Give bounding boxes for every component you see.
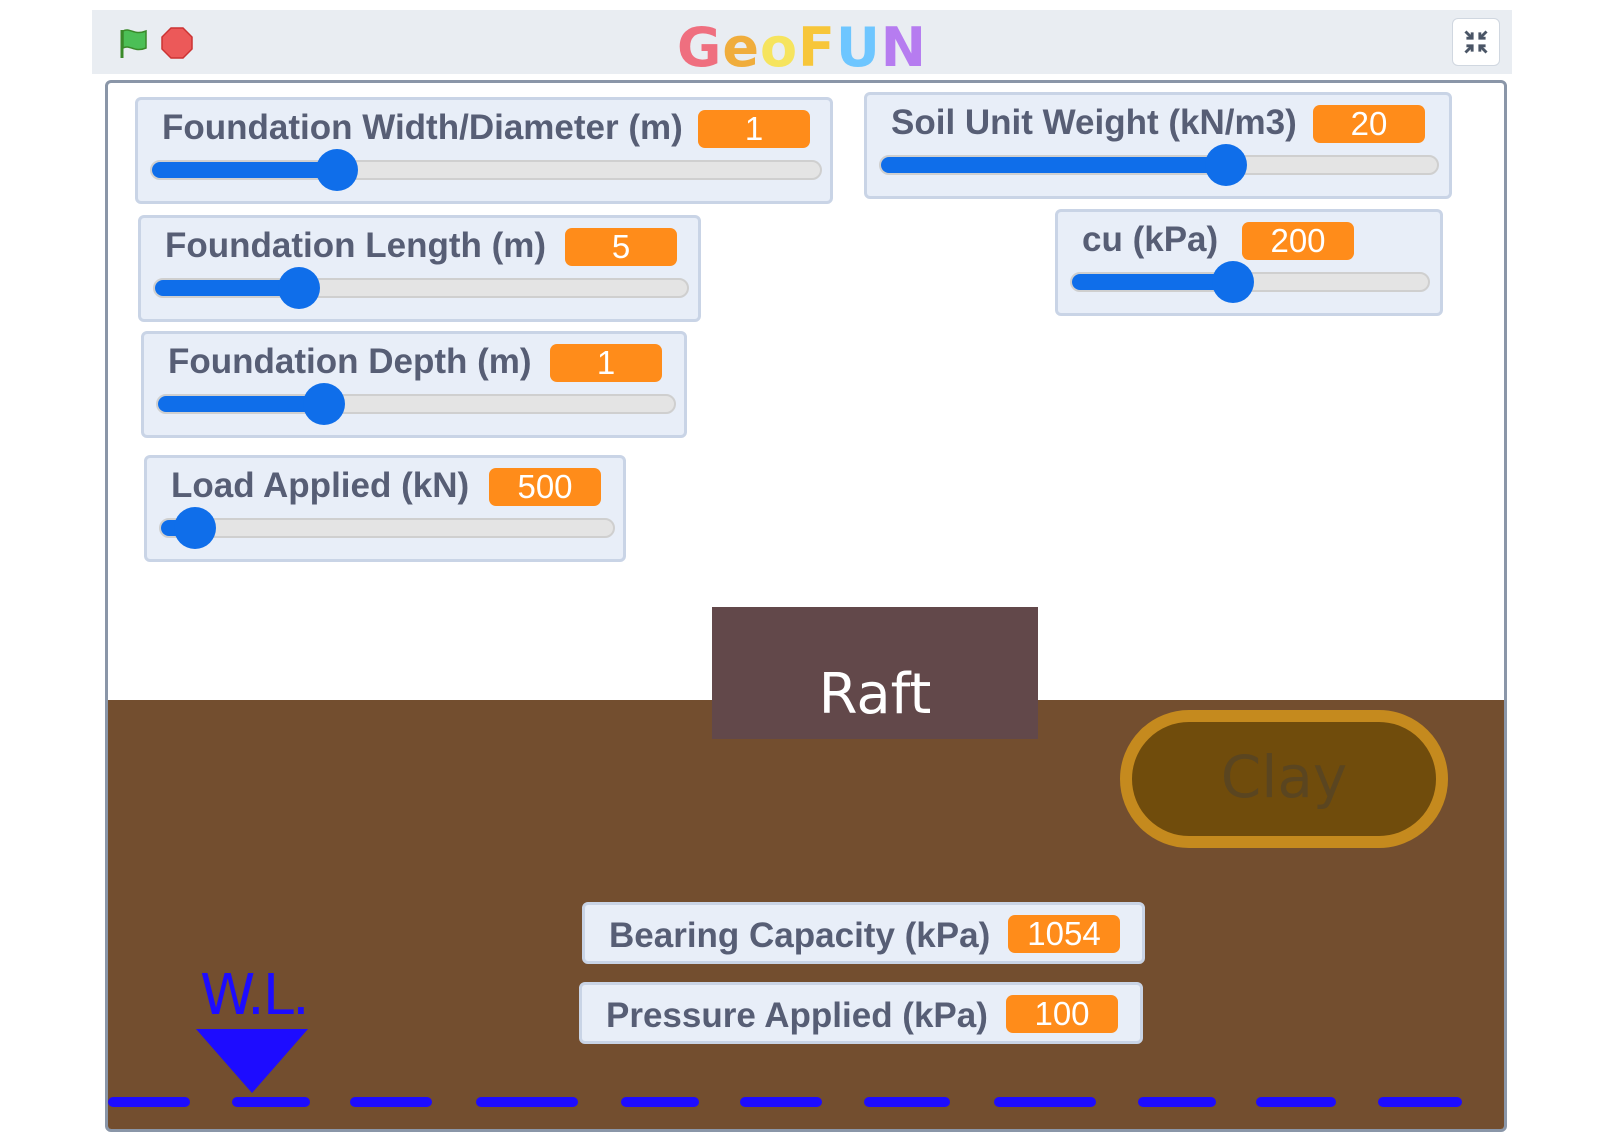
toolbar: GeoFUN: [92, 10, 1512, 79]
depth-slider-knob[interactable]: [303, 383, 345, 425]
unit-weight-slider-panel: Soil Unit Weight (kN/m3) 20: [864, 92, 1452, 199]
length-slider-fill: [155, 280, 298, 296]
soil-type-button[interactable]: Clay: [1120, 710, 1448, 848]
water-level-label: W.L.: [200, 963, 310, 1028]
logo-letter: e: [722, 16, 760, 79]
logo-letter: U: [835, 16, 881, 79]
stop-icon[interactable]: [160, 26, 194, 60]
width-value: 1: [698, 110, 810, 148]
cu-slider[interactable]: [1070, 261, 1430, 303]
width-slider-fill: [152, 162, 336, 178]
water-level-line: [108, 1097, 1462, 1107]
cu-slider-knob[interactable]: [1212, 261, 1254, 303]
cu-slider-panel: cu (kPa) 200: [1055, 209, 1443, 316]
length-label: Foundation Length (m): [165, 226, 547, 265]
logo-letter: F: [798, 16, 836, 79]
app-logo: GeoFUN: [92, 16, 1512, 79]
pressure-applied-label: Pressure Applied (kPa): [606, 996, 988, 1035]
cu-slider-fill: [1072, 274, 1232, 290]
width-slider-panel: Foundation Width/Diameter (m) 1: [135, 97, 833, 204]
unit-weight-slider-fill: [881, 157, 1225, 173]
bearing-capacity-panel: Bearing Capacity (kPa) 1054: [582, 902, 1145, 964]
stage: Foundation Width/Diameter (m) 1 Foundati…: [105, 80, 1507, 1132]
length-slider-knob[interactable]: [278, 267, 320, 309]
unit-weight-value: 20: [1313, 105, 1425, 143]
water-level-triangle-icon: [196, 1029, 308, 1093]
depth-slider[interactable]: [156, 383, 676, 425]
cu-value: 200: [1242, 222, 1354, 260]
bearing-capacity-label: Bearing Capacity (kPa): [609, 916, 991, 955]
pressure-applied-value: 100: [1006, 995, 1118, 1033]
bearing-capacity-value: 1054: [1008, 915, 1120, 953]
width-slider-knob[interactable]: [316, 149, 358, 191]
exit-fullscreen-icon: [1464, 30, 1488, 54]
unit-weight-label: Soil Unit Weight (kN/m3): [891, 103, 1297, 142]
width-label: Foundation Width/Diameter (m): [162, 108, 683, 147]
pressure-applied-panel: Pressure Applied (kPa) 100: [579, 982, 1143, 1044]
depth-value: 1: [550, 344, 662, 382]
load-slider-knob[interactable]: [174, 507, 216, 549]
cu-label: cu (kPa): [1082, 220, 1219, 259]
green-flag-icon[interactable]: [116, 26, 150, 60]
width-slider[interactable]: [150, 149, 822, 191]
length-value: 5: [565, 228, 677, 266]
unit-weight-slider-knob[interactable]: [1205, 144, 1247, 186]
load-value: 500: [489, 468, 601, 506]
logo-letter: N: [880, 16, 927, 79]
logo-letter: o: [759, 16, 799, 79]
length-slider-panel: Foundation Length (m) 5: [138, 215, 701, 322]
load-slider-panel: Load Applied (kN) 500: [144, 455, 626, 562]
raft-foundation: Raft: [712, 607, 1038, 739]
depth-slider-fill: [158, 396, 323, 412]
load-label: Load Applied (kN): [171, 466, 470, 505]
load-slider[interactable]: [159, 507, 615, 549]
logo-letter: G: [676, 16, 723, 79]
depth-label: Foundation Depth (m): [168, 342, 532, 381]
exit-fullscreen-button[interactable]: [1452, 18, 1500, 66]
depth-slider-panel: Foundation Depth (m) 1: [141, 331, 687, 438]
length-slider[interactable]: [153, 267, 689, 309]
unit-weight-slider[interactable]: [879, 144, 1439, 186]
